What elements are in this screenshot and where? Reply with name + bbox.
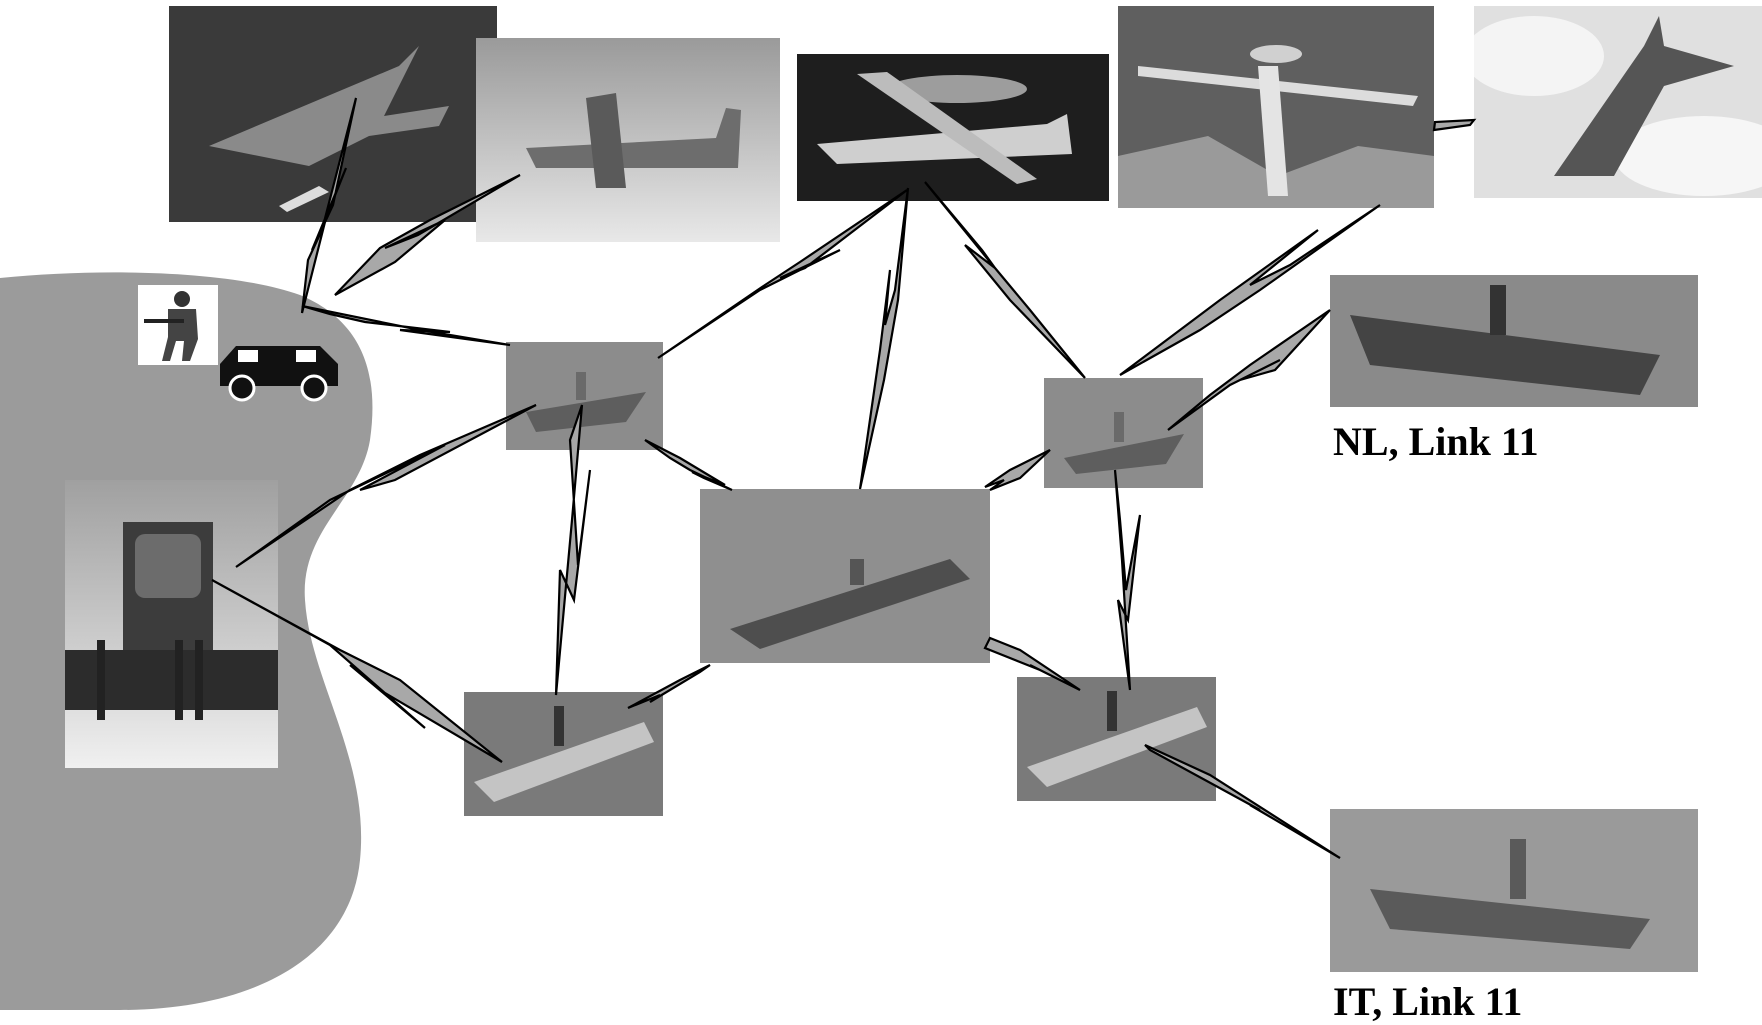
fighter-jet-cloud-photo: [1474, 6, 1762, 198]
attack-aircraft-photo: [476, 38, 780, 242]
soldier-icon: [138, 285, 218, 365]
ship-photo: [506, 342, 663, 450]
ship-photo: [1044, 378, 1203, 488]
hawkeye-aircraft-photo: [797, 54, 1109, 201]
ship-photo: [464, 692, 663, 816]
ship-photo: [1330, 809, 1698, 972]
ship-photo: [1017, 677, 1216, 801]
fighter-jet-photo: [169, 6, 497, 222]
aircraft-carrier-photo: [700, 489, 990, 663]
ship-photo: [1330, 275, 1698, 407]
nl-link-label: NL, Link 11: [1333, 419, 1539, 464]
awacs-aircraft-photo: [1118, 6, 1434, 208]
it-link-label: IT, Link 11: [1333, 979, 1523, 1024]
humvee-icon: [216, 340, 342, 402]
radar-photo: [65, 480, 278, 768]
